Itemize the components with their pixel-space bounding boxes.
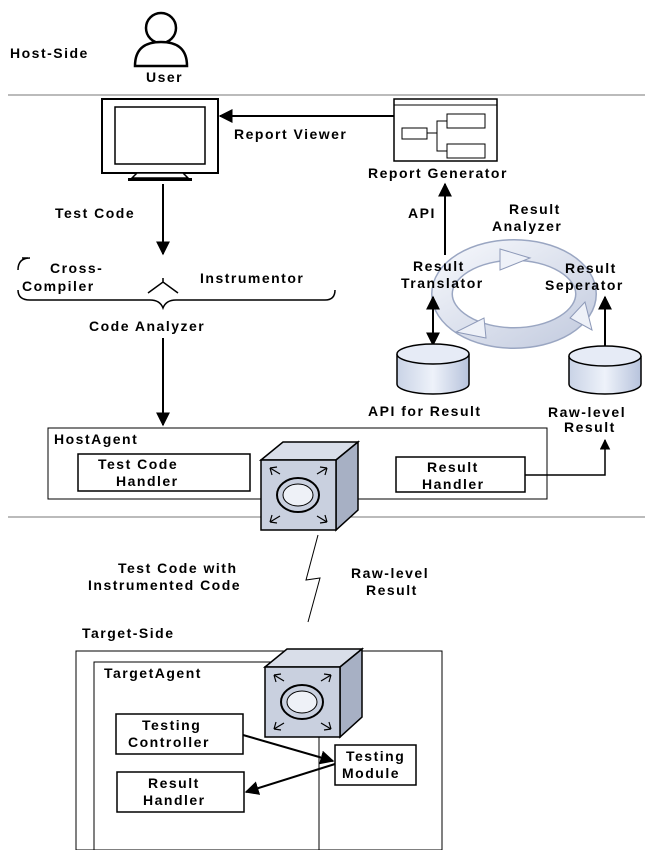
test-code-with-line1: Test Code with <box>118 560 238 576</box>
host-result-handler-box <box>395 456 526 493</box>
host-result-handler-line2: Handler <box>422 476 485 492</box>
test-code-handler-box <box>77 453 251 492</box>
wireless-link-icon <box>305 534 321 623</box>
monitor-icon <box>101 98 219 181</box>
result-translator-line1: Result <box>413 258 465 274</box>
raw-level-line2: Result <box>564 419 616 435</box>
raw-level-line1: Raw-level <box>548 404 626 420</box>
module-to-handler-arrow <box>244 763 336 795</box>
report-generator-label: Report Generator <box>368 165 508 181</box>
cross-compiler-line1: Cross- <box>50 260 103 276</box>
test-code-handler-line2: Handler <box>116 473 179 489</box>
test-code-handler-line1: Test Code <box>98 456 178 472</box>
targetagent-title: TargetAgent <box>104 665 202 681</box>
test-code-with-line2: Instrumented Code <box>88 577 241 593</box>
host-result-handler-line1: Result <box>427 459 479 475</box>
target-switch-icon <box>262 647 365 739</box>
code-analyzer-brace <box>17 257 336 311</box>
api-label: API <box>408 205 436 221</box>
target-result-handler-line1: Result <box>148 775 200 791</box>
target-side-label: Target-Side <box>82 625 174 641</box>
handler-to-rawlevel-arrow <box>525 438 611 476</box>
testing-controller-line1: Testing <box>142 717 201 733</box>
result-translator-line2: Translator <box>401 275 484 291</box>
link-raw-level-line2: Result <box>366 582 418 598</box>
result-analyzer-line2: Analyzer <box>492 218 562 234</box>
result-separator-line1: Result <box>565 260 617 276</box>
testing-controller-line2: Controller <box>128 734 210 750</box>
testing-module-line1: Testing <box>346 748 405 764</box>
hostagent-title: HostAgent <box>54 431 138 447</box>
host-switch-icon <box>258 440 361 532</box>
user-icon <box>133 11 189 68</box>
target-result-handler-box <box>116 771 245 813</box>
user-label: User <box>146 69 183 85</box>
code-analyzer-label: Code Analyzer <box>89 318 205 334</box>
test-code-label: Test Code <box>55 205 135 221</box>
cross-compiler-line2: Compiler <box>22 278 95 294</box>
raw-level-database-icon <box>568 345 642 395</box>
testing-module-box <box>334 744 417 786</box>
target-result-handler-line2: Handler <box>143 792 206 808</box>
result-separator-line2: Seperator <box>545 277 624 293</box>
api-result-database-icon <box>396 343 470 395</box>
host-side-label: Host-Side <box>10 45 89 61</box>
controller-to-module-arrow <box>242 734 335 765</box>
link-raw-level-line1: Raw-level <box>351 565 429 581</box>
target-side-box <box>75 650 443 850</box>
report-viewer-label: Report Viewer <box>234 126 347 142</box>
result-analyzer-cycle-icon <box>431 239 597 349</box>
api-for-result-label: API for Result <box>368 403 482 419</box>
report-generator-window <box>393 98 498 162</box>
testing-module-line2: Module <box>342 765 400 781</box>
testing-controller-box <box>115 713 244 755</box>
result-analyzer-line1: Result <box>509 201 561 217</box>
instrumentor-label: Instrumentor <box>200 270 304 286</box>
